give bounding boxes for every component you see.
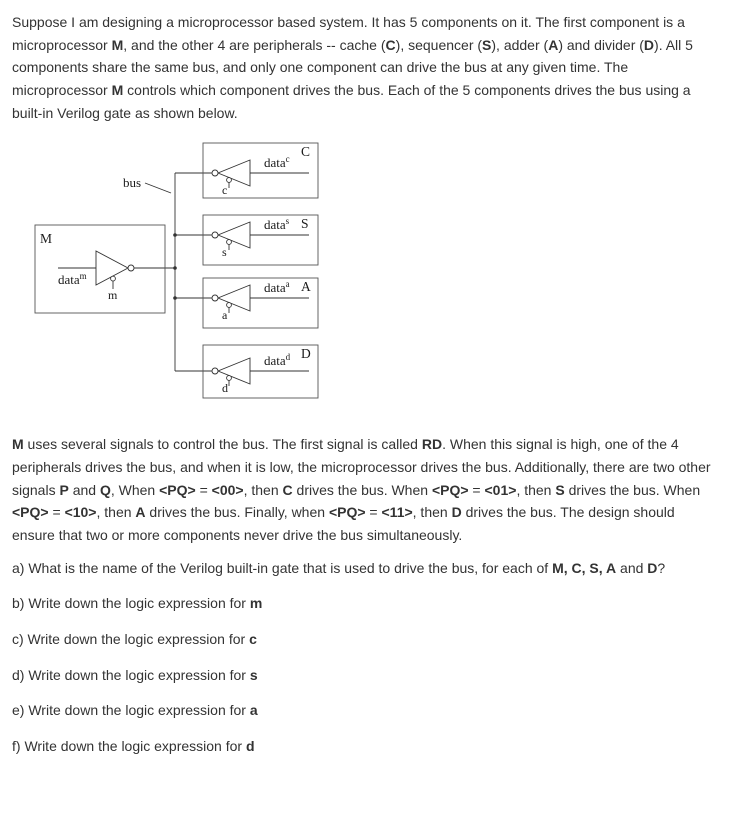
control-signals-paragraph: M uses several signals to control the bu…	[12, 436, 711, 544]
box-label-a: A	[301, 279, 311, 294]
bus-junction-dots	[173, 233, 177, 301]
tristate-gate-a	[211, 284, 309, 314]
data-label-c: datac	[264, 154, 290, 170]
enable-label-c: c	[222, 183, 227, 197]
enable-label-s: s	[222, 245, 227, 259]
question-b: b) Write down the logic expression for m	[12, 595, 263, 612]
peripheral-box-s: S datas s	[202, 214, 319, 266]
peripheral-box-d: D datad d	[202, 344, 319, 399]
box-label-m: M	[40, 231, 52, 246]
data-label-a: dataa	[264, 279, 290, 295]
diagram-container: bus M datam m C	[28, 140, 720, 409]
peripheral-box-c: C datac c	[202, 142, 319, 199]
enable-label-m: m	[108, 288, 118, 302]
box-label-d: D	[301, 346, 311, 361]
questions-list: a) What is the name of the Verilog built…	[12, 557, 720, 758]
question-d: d) Write down the logic expression for s	[12, 666, 258, 683]
microprocessor-box-m: M datam m	[34, 224, 166, 314]
peripheral-box-a: A dataa a	[202, 277, 319, 329]
box-label-s: S	[301, 216, 309, 231]
tristate-gate-c	[211, 159, 309, 189]
question-c: c) Write down the logic expression for c	[12, 631, 257, 648]
bus-label: bus	[123, 175, 141, 190]
enable-label-a: a	[222, 308, 228, 322]
bus-circuit-diagram: bus M datam m C	[34, 142, 319, 399]
bus-wiring	[134, 172, 212, 372]
data-label-s: datas	[264, 216, 290, 232]
data-label-d: datad	[264, 352, 291, 368]
question-f: f) Write down the logic expression for d	[12, 738, 255, 755]
tristate-gate-s	[211, 221, 309, 251]
intro-paragraph: Suppose I am designing a microprocessor …	[12, 14, 693, 121]
tristate-gate-m	[58, 250, 135, 290]
question-a: a) What is the name of the Verilog built…	[12, 559, 666, 576]
box-label-c: C	[301, 144, 310, 159]
question-e: e) Write down the logic expression for a	[12, 702, 258, 719]
tristate-gate-d	[211, 357, 309, 387]
enable-label-d: d	[222, 381, 228, 395]
data-label-m: datam	[58, 271, 87, 287]
